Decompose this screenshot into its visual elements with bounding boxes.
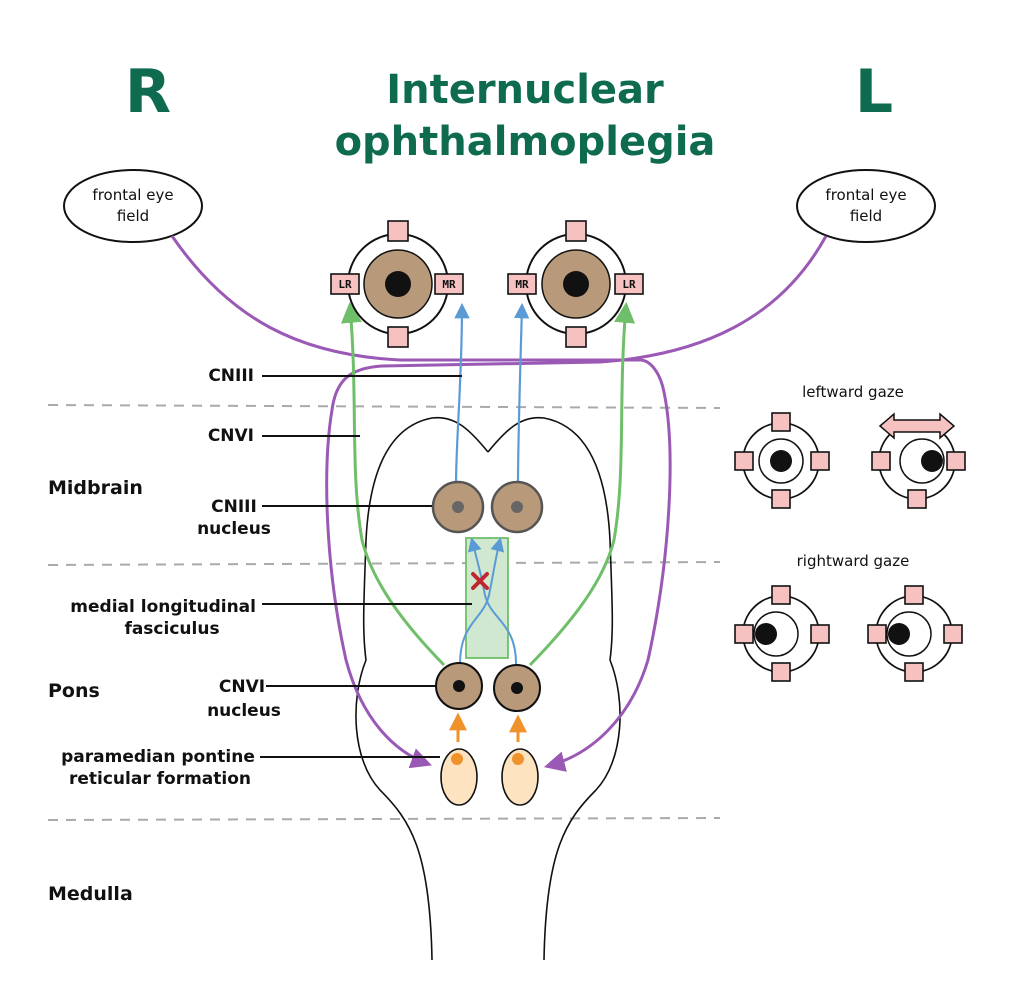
leftward-gaze-right-eye: [734, 412, 830, 509]
cn6-nucleus-right: [435, 662, 483, 710]
frontal-eye-field-right: frontal eye field: [63, 169, 203, 243]
frontal-eye-field-left: frontal eye field: [796, 169, 936, 243]
cn6-nucleus-left: [493, 664, 541, 712]
mlf-fiber-left: [467, 537, 517, 665]
title-line-1: Internuclear: [386, 67, 664, 113]
right-eye-mr-box: [434, 273, 464, 295]
label-cn3-nucleus-1: CNIII: [211, 497, 257, 517]
nystagmus-arrow: [878, 412, 956, 440]
label-mlf-2: fasciculus: [124, 619, 219, 639]
mlf-lesion-mark: [471, 572, 489, 590]
left-eye-lr-label: LR: [622, 278, 636, 291]
rightward-gaze-left-eye: [867, 585, 963, 682]
pprf-left: [501, 748, 539, 806]
leftward-gaze-label: leftward gaze: [802, 383, 904, 401]
region-medulla: Medulla: [48, 883, 133, 905]
label-cn6-nucleus-1: CNVI: [219, 677, 265, 697]
side-right-label: R: [125, 57, 171, 127]
right-eye-lr-label: LR: [338, 278, 352, 291]
label-pprf-2: reticular formation: [69, 769, 251, 789]
rightward-gaze-right-eye: [734, 585, 830, 682]
left-eye-mr-label: MR: [515, 278, 529, 291]
brainstem-outline: [355, 416, 621, 961]
label-cn6-nucleus-2: nucleus: [207, 701, 281, 721]
divider-pons: [47, 561, 721, 566]
divider-medulla: [47, 817, 721, 821]
fef-right-line2: field: [117, 207, 149, 225]
fef-right-line1: frontal eye: [92, 186, 173, 204]
right-eye-lr-box: [330, 273, 360, 295]
label-pprf-1: paramedian pontine: [61, 747, 255, 767]
fef-left-pathway: [325, 235, 828, 769]
pprf-right: [440, 748, 478, 806]
left-eye-inferior-muscle: [565, 326, 587, 348]
left-eye-mr-box: [507, 273, 537, 295]
label-cn6: CNVI: [208, 426, 254, 446]
title-line-2: ophthalmoplegia: [335, 119, 716, 165]
fef-right-pathway: [170, 235, 672, 772]
cn6-left-fiber: [528, 301, 636, 667]
mlf-fiber-right: [459, 537, 505, 665]
mlf-box: [465, 537, 509, 659]
label-cn3: CNIII: [208, 366, 254, 386]
cn3-right-fiber: [454, 302, 470, 486]
cn3-nucleus-right: [431, 480, 485, 534]
label-mlf-1: medial longitudinal: [70, 597, 256, 617]
rightward-gaze-label: rightward gaze: [797, 552, 910, 570]
region-midbrain: Midbrain: [48, 477, 143, 499]
side-left-label: L: [855, 57, 893, 127]
fef-left-line2: field: [850, 207, 882, 225]
right-eye: LR MR: [330, 220, 464, 348]
left-eye-lr-box: [614, 273, 644, 295]
fef-left-line1: frontal eye: [825, 186, 906, 204]
region-pons: Pons: [48, 680, 100, 702]
left-eye: MR LR: [507, 220, 644, 348]
right-eye-inferior-muscle: [387, 326, 409, 348]
label-cn3-nucleus-2: nucleus: [197, 519, 271, 539]
leftward-gaze-left-eye: [871, 412, 966, 509]
right-eye-mr-label: MR: [442, 278, 456, 291]
right-eye-superior-muscle: [387, 220, 409, 242]
cn6-right-fiber: [340, 301, 446, 667]
cn3-nucleus-left: [490, 480, 544, 534]
cn3-left-fiber: [513, 302, 530, 486]
left-eye-superior-muscle: [565, 220, 587, 242]
divider-midbrain: [47, 404, 721, 409]
